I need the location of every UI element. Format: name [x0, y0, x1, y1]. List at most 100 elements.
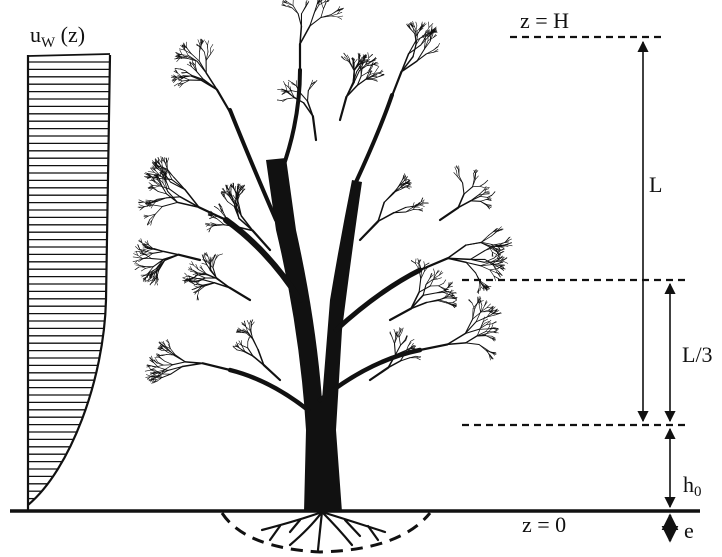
canopy-twig	[149, 272, 153, 279]
canopy-twig	[179, 83, 184, 88]
canopy-twig	[159, 172, 162, 177]
tree-branch	[280, 68, 302, 172]
wind-profile-label: uW (z)	[30, 24, 85, 51]
canopy-twig	[433, 48, 439, 53]
canopy-twig	[480, 286, 485, 290]
canopy-twig	[356, 78, 367, 86]
canopy-twig	[138, 204, 145, 207]
canopy-twig	[200, 265, 203, 271]
canopy-twig	[489, 354, 493, 359]
canopy-twig	[379, 73, 385, 77]
canopy-twig	[207, 40, 209, 46]
canopy-twig	[184, 272, 188, 277]
canopy-twig	[157, 361, 164, 366]
canopy-twig	[493, 310, 500, 314]
canopy-twig	[154, 180, 162, 186]
canopy-twig	[138, 199, 145, 203]
canopy-twig	[153, 276, 157, 282]
canopy-twig	[377, 201, 385, 223]
canopy-twig	[437, 42, 440, 48]
canopy-twig	[161, 354, 168, 356]
canopy-twig	[471, 302, 476, 310]
tree-branch	[333, 267, 423, 333]
tree-branch	[228, 108, 278, 222]
canopy-twig	[297, 13, 302, 27]
canopy-twig	[410, 342, 414, 348]
canopy-twig	[184, 280, 189, 284]
canopy-twig	[422, 34, 426, 41]
canopy-twig	[143, 201, 152, 206]
canopy-twig	[474, 170, 479, 174]
canopy-twig	[420, 271, 425, 280]
canopy-twig	[291, 82, 297, 86]
canopy-twig	[198, 60, 207, 74]
canopy-twig	[146, 240, 149, 246]
canopy-twig	[152, 274, 157, 280]
canopy-twig	[388, 307, 413, 322]
canopy-twig	[415, 30, 420, 37]
crown-length-label: L	[649, 172, 663, 197]
canopy-twig	[393, 343, 396, 356]
canopy-twig	[187, 58, 198, 62]
canopy-twig	[144, 252, 154, 255]
canopy-twig	[155, 280, 158, 286]
canopy-twig	[299, 25, 303, 45]
base-height-subscript: 0	[694, 484, 702, 500]
canopy-twig	[393, 211, 407, 214]
canopy-twig	[376, 66, 380, 71]
canopy-twig	[484, 259, 494, 265]
canopy-twig	[221, 188, 226, 193]
canopy-twig	[165, 171, 168, 176]
canopy-twig	[498, 255, 503, 261]
canopy-twig	[150, 273, 154, 279]
canopy-twig	[480, 235, 492, 243]
canopy-twig	[151, 379, 154, 385]
canopy-twig	[202, 279, 216, 284]
canopy-twig	[286, 97, 295, 100]
canopy-twig	[193, 264, 199, 270]
canopy-twig	[422, 284, 427, 296]
canopy-twig	[416, 27, 421, 32]
canopy-twig	[488, 309, 494, 312]
canopy-twig	[479, 286, 482, 292]
canopy-twig	[484, 245, 497, 251]
canopy-twig	[192, 269, 199, 274]
canopy-twig	[235, 194, 239, 205]
canopy-twig	[499, 265, 504, 268]
canopy-twig	[404, 176, 408, 181]
canopy-twig	[204, 256, 208, 263]
canopy-twig	[495, 312, 502, 316]
canopy-twig	[394, 336, 398, 345]
canopy-twig	[400, 55, 414, 73]
canopy-twig	[150, 220, 153, 226]
canopy-twig	[480, 242, 492, 248]
canopy-twig	[479, 264, 492, 267]
canopy-twig	[153, 175, 159, 179]
canopy-twig	[149, 213, 156, 220]
canopy-twig	[406, 182, 412, 184]
canopy-twig	[139, 248, 146, 252]
canopy-twig	[484, 283, 489, 287]
canopy-twig	[425, 279, 433, 285]
canopy-twig	[172, 77, 178, 80]
canopy-twig	[309, 12, 315, 27]
canopy-twig	[312, 80, 317, 85]
canopy-twig	[141, 267, 146, 272]
canopy-twig	[485, 349, 491, 356]
canopy-twig	[491, 337, 497, 340]
canopy-twig	[230, 192, 234, 199]
canopy-twig	[405, 178, 407, 183]
canopy-twig	[391, 336, 395, 345]
canopy-twig	[474, 301, 479, 310]
canopy-twig	[179, 48, 185, 51]
canopy-twig	[162, 182, 169, 192]
canopy-twig	[147, 176, 153, 179]
canopy-twig	[149, 359, 154, 364]
canopy-twig	[444, 293, 449, 298]
canopy-twig	[409, 23, 415, 28]
canopy-twig	[150, 369, 159, 374]
canopy-twig	[477, 297, 482, 303]
canopy-twig	[438, 272, 444, 276]
canopy-twig	[358, 220, 380, 242]
canopy-twig	[366, 61, 372, 66]
